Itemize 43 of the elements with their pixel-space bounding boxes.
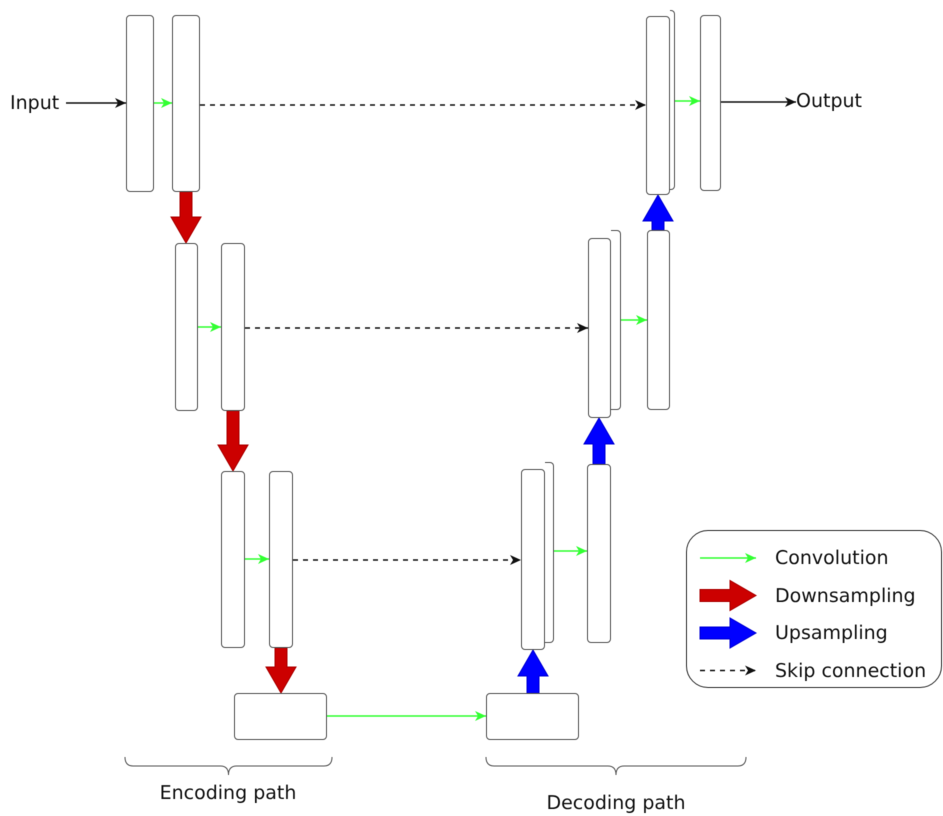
- block-arrow: [265, 648, 297, 694]
- arrow: [245, 554, 269, 564]
- block-arrow: [217, 410, 249, 472]
- block-arrow: [170, 192, 202, 244]
- legend-label: Convolution: [775, 547, 889, 569]
- feature-map-box: [521, 469, 545, 650]
- path-label: Decoding path: [546, 792, 686, 814]
- legend-label: Skip connection: [775, 660, 926, 682]
- block-arrow: [642, 194, 674, 230]
- arrow: [554, 546, 587, 556]
- io-label: Input: [10, 92, 66, 114]
- feature-map-box: [175, 243, 198, 411]
- feature-map-box: [221, 243, 245, 411]
- arrow: [675, 96, 700, 106]
- block-arrow: [517, 649, 549, 694]
- feature-map-box: [588, 238, 611, 418]
- arrow: [198, 322, 221, 332]
- feature-map-box: [646, 16, 670, 195]
- skip-arrow: [200, 100, 646, 110]
- feature-map-box: [269, 471, 293, 648]
- feature-map-box: [700, 15, 721, 191]
- feature-map-box: [647, 230, 670, 410]
- skip-arrow: [245, 323, 588, 333]
- feature-map-box: [670, 10, 675, 190]
- arrow: [154, 98, 172, 108]
- block-arrow: [583, 417, 615, 464]
- feature-map-box: [486, 693, 579, 740]
- legend-label: Upsampling: [775, 622, 888, 644]
- io-label: Output: [796, 90, 868, 112]
- path-label: Encoding path: [160, 782, 296, 804]
- feature-map-box: [545, 462, 554, 643]
- feature-map-box: [172, 15, 200, 192]
- arrow: [66, 98, 126, 108]
- feature-map-box: [126, 15, 154, 192]
- feature-map-box: [234, 693, 327, 740]
- arrow: [327, 711, 486, 721]
- skip-arrow: [293, 555, 521, 565]
- feature-map-box: [587, 464, 611, 643]
- legend-label: Downsampling: [775, 584, 916, 606]
- arrow: [621, 315, 647, 325]
- arrow: [721, 97, 796, 107]
- feature-map-box: [221, 471, 245, 648]
- feature-map-box: [611, 230, 621, 410]
